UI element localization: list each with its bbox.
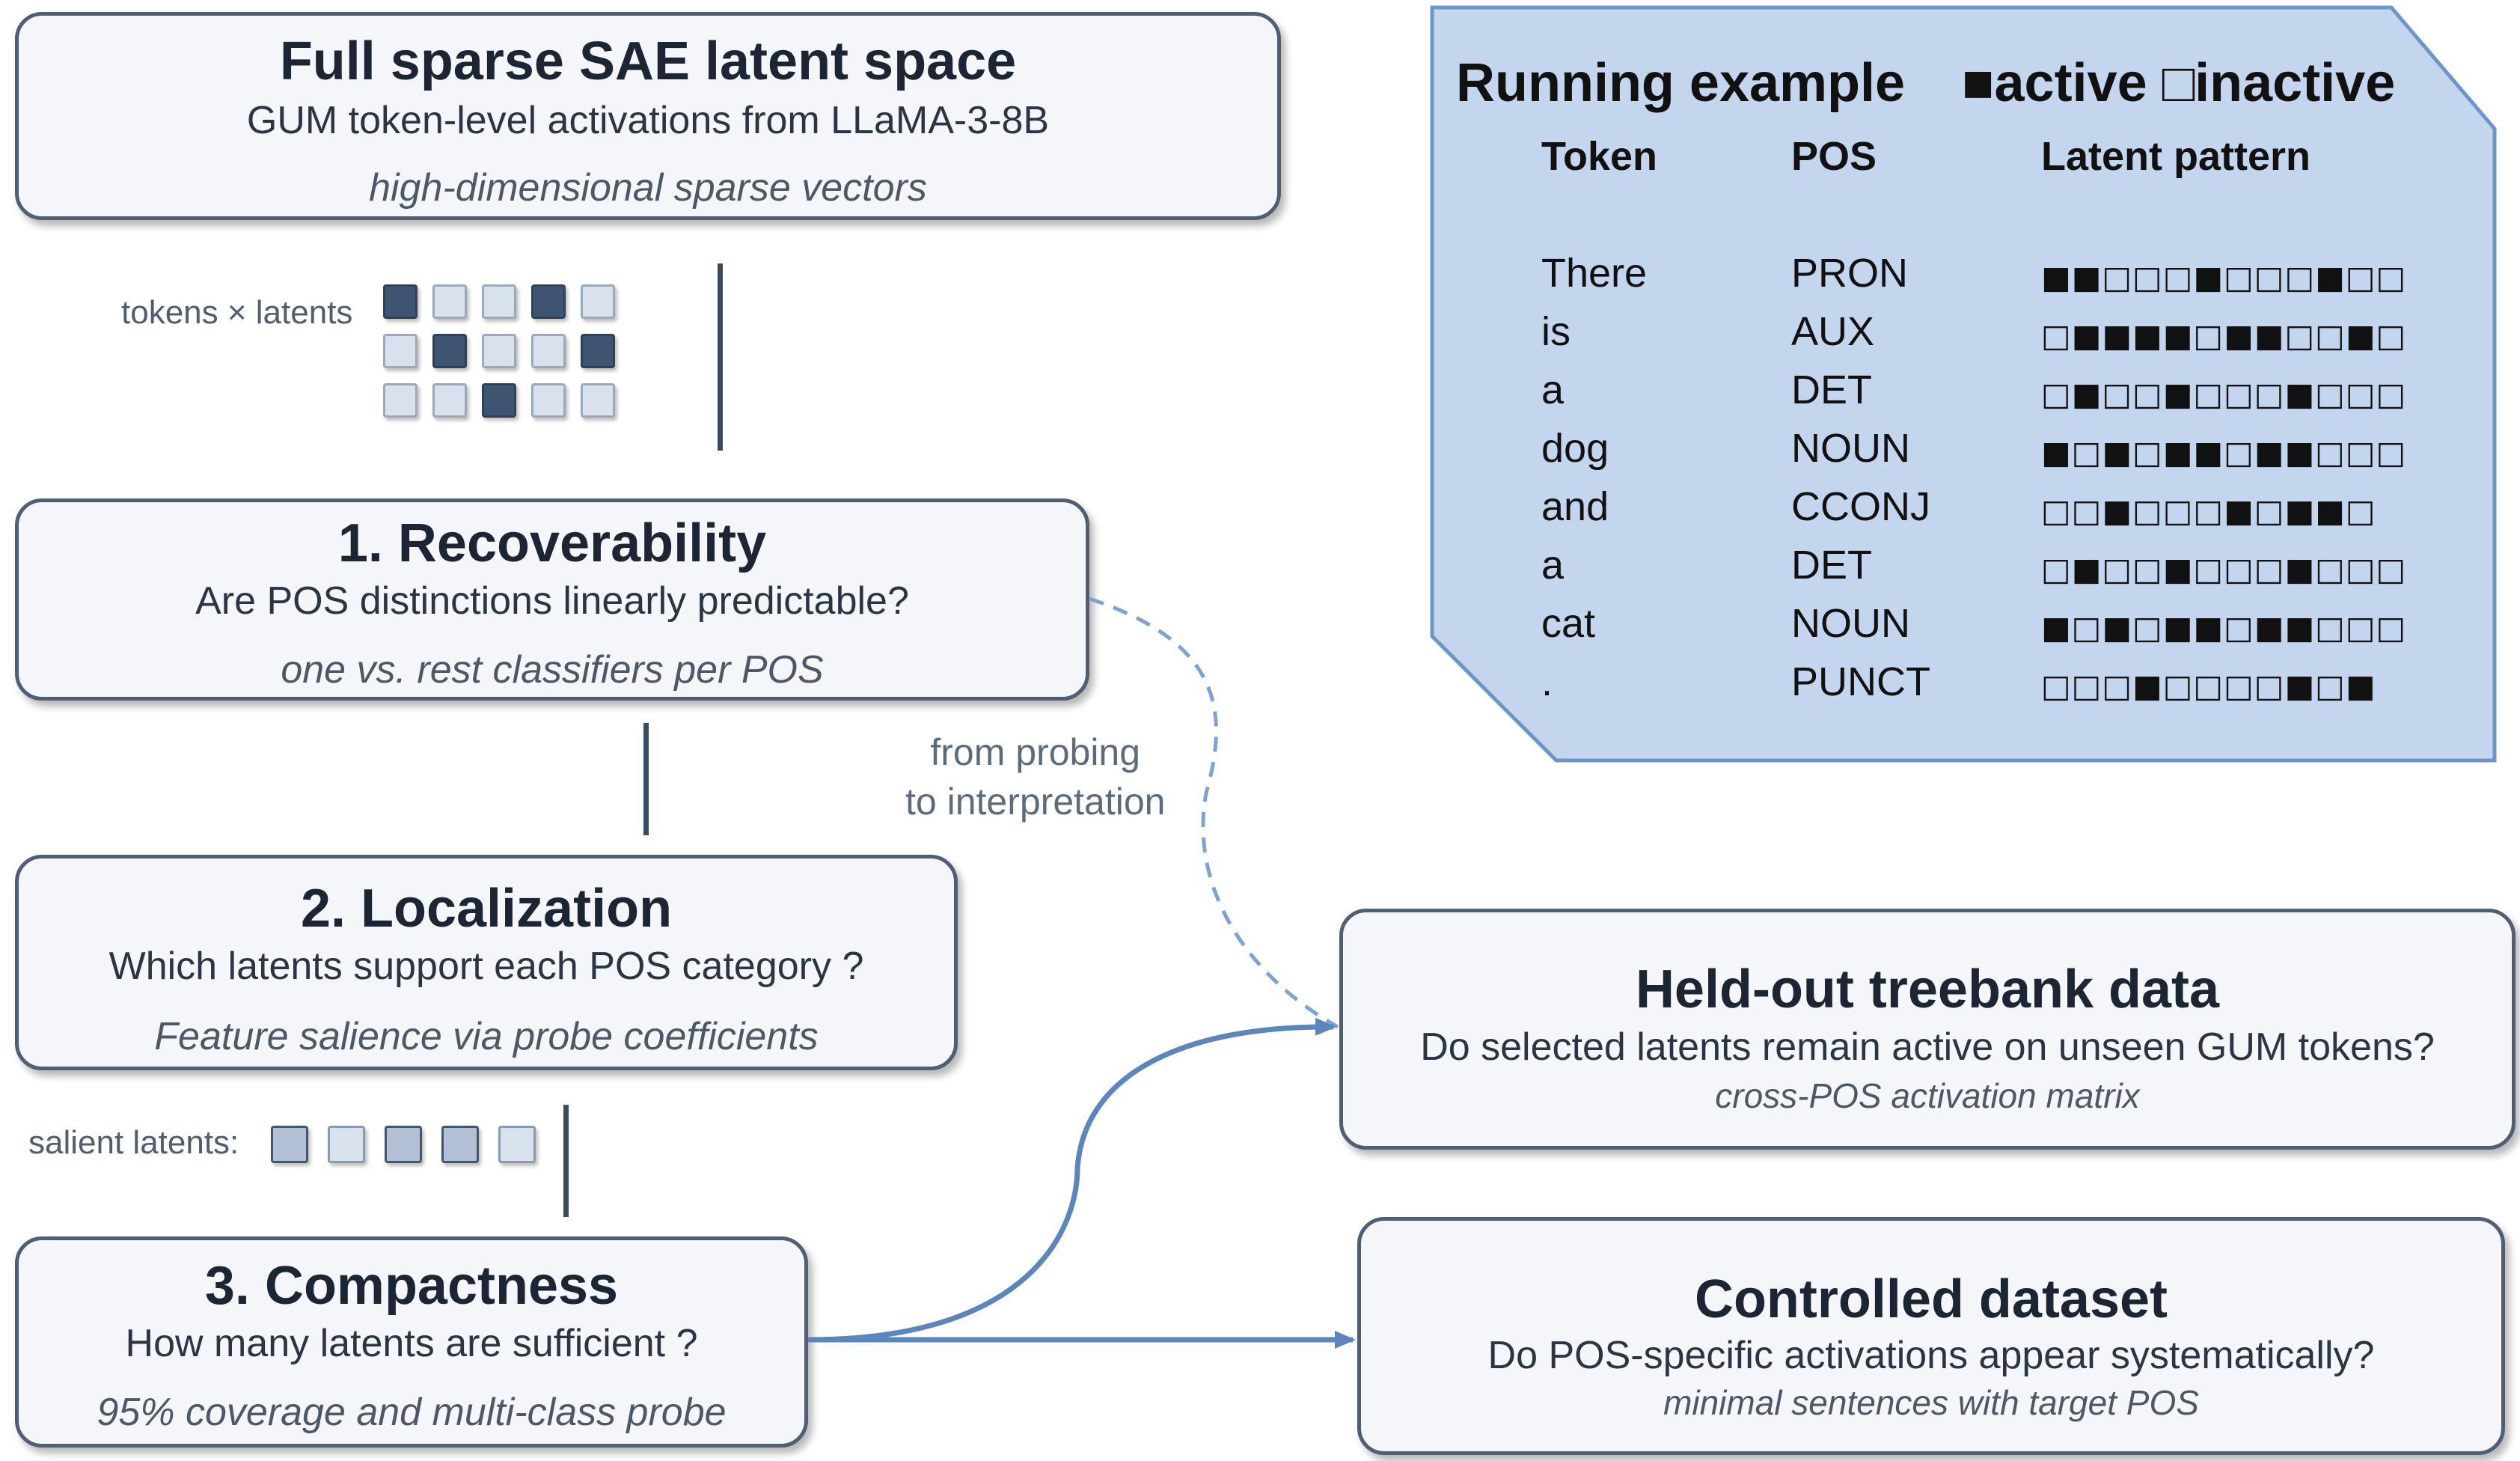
grid-cell	[531, 284, 566, 319]
token-cell: dog	[1541, 426, 1609, 471]
recoverability-title: 1. Recoverability	[337, 513, 767, 573]
salient-cell	[271, 1126, 308, 1163]
grid-cell	[581, 334, 615, 368]
pattern-cell: □■■■■□■■□□■□	[2041, 317, 2407, 354]
controlled-box: Controlled dataset Do POS-specific activ…	[1357, 1217, 2505, 1455]
token-cell: is	[1541, 309, 1571, 354]
grid-cell	[482, 284, 516, 319]
recoverability-note: one vs. rest classifiers per POS	[281, 648, 824, 692]
pattern-cell: ■■□□□■□□□■□□	[2041, 259, 2407, 296]
pos-cell: PUNCT	[1791, 659, 1930, 704]
flow-label-line1: from probing	[930, 731, 1141, 773]
grid-cell	[581, 284, 615, 319]
grid-cell	[482, 383, 516, 418]
controlled-note: minimal sentences with target POS	[1663, 1383, 2199, 1422]
header-pos: POS	[1791, 134, 1877, 179]
flow-label: from probing to interpretation	[905, 728, 1165, 826]
salient-cell	[441, 1126, 479, 1163]
connector-line	[643, 723, 649, 835]
compactness-title: 3. Compactness	[204, 1256, 619, 1316]
compactness-subtitle: How many latents are sufficient ?	[125, 1322, 698, 1365]
controlled-title: Controlled dataset	[1694, 1269, 2168, 1329]
grid-cell	[482, 334, 516, 368]
connector-line	[563, 1105, 569, 1217]
localization-note: Feature salience via probe coefficients	[154, 1015, 819, 1058]
grid-cell	[432, 284, 467, 319]
token-cell: and	[1541, 484, 1609, 529]
grid-cell	[432, 334, 467, 368]
salient-latents-label: salient latents:	[28, 1124, 239, 1161]
pattern-cell: ■□■□■■□■■□□□	[2041, 434, 2407, 471]
recoverability-subtitle: Are POS distinctions linearly predictabl…	[195, 579, 909, 623]
pos-cell: NOUN	[1791, 601, 1910, 646]
flow-label-line2: to interpretation	[905, 781, 1166, 823]
pos-cell: DET	[1791, 543, 1872, 588]
token-cell: a	[1541, 543, 1565, 588]
full-latent-space-note: high-dimensional sparse vectors	[369, 166, 927, 210]
controlled-subtitle: Do POS-specific activations appear syste…	[1487, 1334, 2375, 1377]
token-cell: There	[1541, 251, 1648, 296]
grid-cell	[432, 383, 467, 418]
full-latent-space-box: Full sparse SAE latent space GUM token-l…	[15, 12, 1281, 220]
grid-cell	[383, 383, 418, 418]
localization-box: 2. Localization Which latents support ea…	[15, 855, 958, 1070]
pattern-cell: □■□□■□□□■□□□	[2041, 551, 2407, 588]
header-token: Token	[1541, 134, 1658, 179]
token-cell: cat	[1541, 601, 1596, 646]
compactness-box: 3. Compactness How many latents are suff…	[15, 1236, 808, 1448]
pos-cell: PRON	[1791, 251, 1909, 296]
heldout-box: Held-out treebank data Do selected laten…	[1339, 909, 2516, 1150]
grid-cell	[531, 334, 566, 368]
pattern-cell: ■□■□■■□■■□□□	[2041, 609, 2407, 646]
pos-cell: DET	[1791, 367, 1872, 412]
token-cell: a	[1541, 367, 1565, 412]
connector-line	[718, 263, 723, 451]
compactness-note: 95% coverage and multi-class probe	[97, 1391, 727, 1434]
example-legend: ■active □inactive	[1962, 53, 2396, 113]
pos-cell: CCONJ	[1791, 484, 1930, 529]
pattern-cell: □■□□■□□□■□□□	[2041, 376, 2407, 412]
recoverability-box: 1. Recoverability Are POS distinctions l…	[15, 498, 1089, 701]
pattern-cell: □□□■□□□□■□■	[2041, 668, 2376, 704]
full-latent-space-title: Full sparse SAE latent space	[279, 31, 1017, 91]
arrow-to-heldout	[807, 1017, 1336, 1343]
grid-cell	[383, 334, 418, 368]
tokens-latents-label: tokens × latents	[121, 294, 353, 331]
grid-cell	[581, 383, 615, 418]
heldout-title: Held-out treebank data	[1635, 960, 2220, 1019]
pos-cell: AUX	[1791, 309, 1875, 354]
localization-title: 2. Localization	[300, 879, 673, 939]
salient-cell	[498, 1126, 536, 1163]
pattern-cell: □□■□□□■□■■□	[2041, 492, 2376, 529]
full-latent-space-subtitle: GUM token-level activations from LLaMA-3…	[246, 99, 1050, 142]
localization-subtitle: Which latents support each POS category …	[108, 945, 864, 988]
salient-cell	[385, 1126, 422, 1163]
pos-cell: NOUN	[1791, 426, 1910, 471]
example-title: Running example	[1456, 53, 1906, 113]
header-pattern: Latent pattern	[2041, 134, 2311, 179]
heldout-note: cross-POS activation matrix	[1715, 1076, 2140, 1115]
token-cell: .	[1541, 659, 1553, 704]
grid-cell	[531, 383, 566, 418]
grid-cell	[383, 284, 418, 319]
heldout-subtitle: Do selected latents remain active on uns…	[1420, 1025, 2435, 1069]
salient-cell	[328, 1126, 365, 1163]
